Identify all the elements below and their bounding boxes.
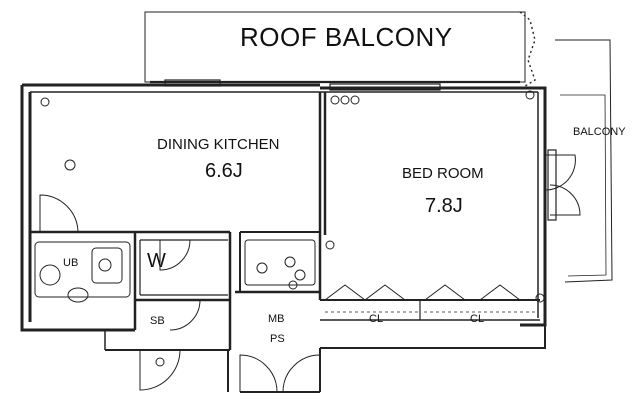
outer-walls xyxy=(20,83,547,393)
door-swings xyxy=(39,154,581,393)
closet-label-right: CL xyxy=(470,313,485,325)
mb-label: MB xyxy=(268,313,285,325)
windows xyxy=(164,79,557,221)
outlet-markers xyxy=(40,90,545,367)
bed-room-label: BED ROOM xyxy=(402,165,484,182)
closet-label-left: CL xyxy=(369,313,384,325)
kitchen-fixtures xyxy=(244,239,316,286)
balcony-label: BALCONY xyxy=(573,126,626,138)
side-balcony-area xyxy=(555,39,613,283)
roof-balcony-area xyxy=(144,11,536,89)
sb-label: SB xyxy=(150,315,165,327)
bed-room-area: 7.8J xyxy=(425,195,463,217)
dining-kitchen-label: DINING KITCHEN xyxy=(157,136,280,153)
roof-balcony-label: ROOF BALCONY xyxy=(240,22,453,52)
partition-walls xyxy=(30,92,540,350)
w-label: W xyxy=(147,250,166,272)
ub-label: UB xyxy=(63,257,79,269)
dining-kitchen-area: 6.6J xyxy=(205,160,243,182)
ps-label: PS xyxy=(270,333,285,345)
bathroom-fixtures xyxy=(34,241,131,303)
